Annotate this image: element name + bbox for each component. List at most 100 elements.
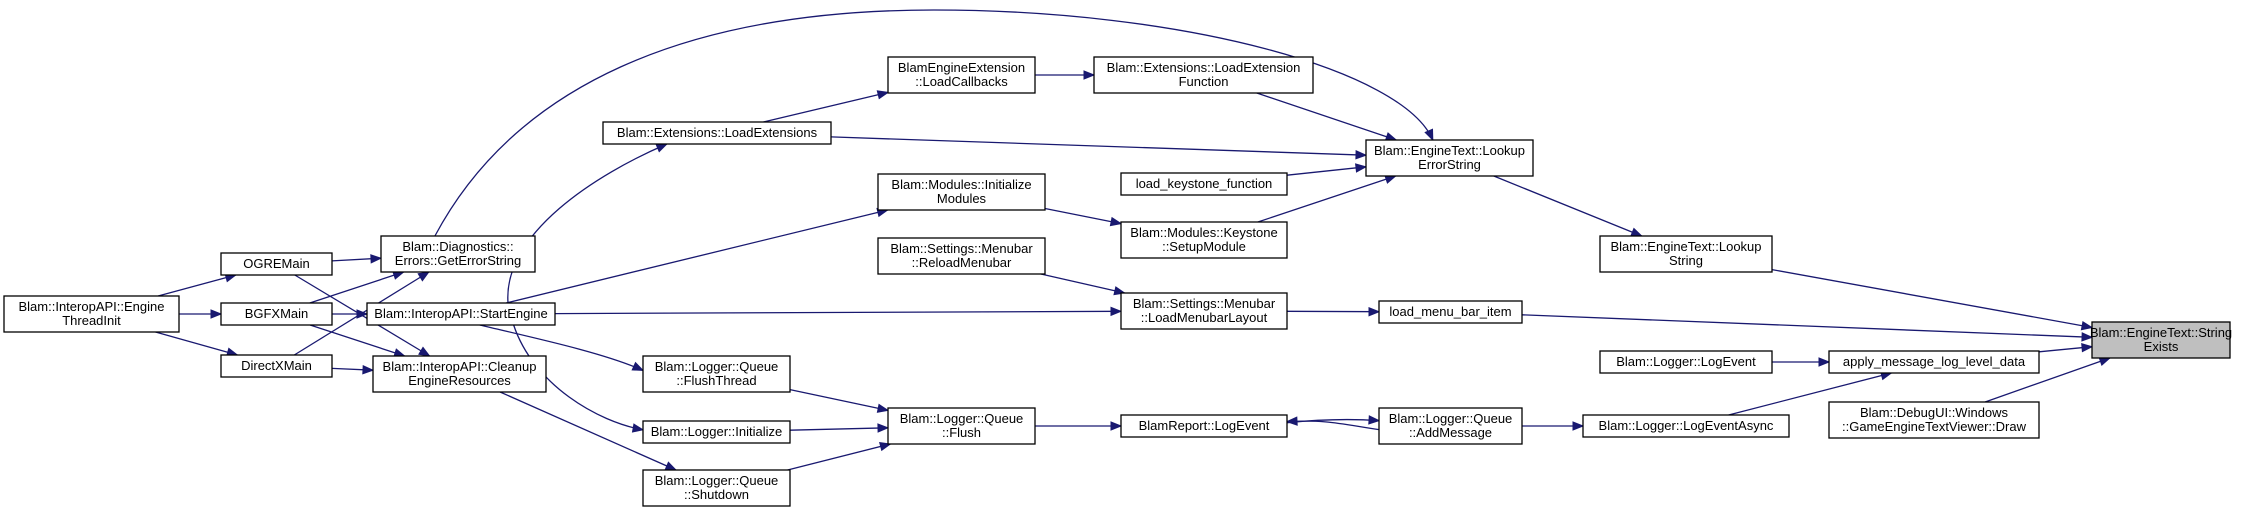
node-label: Blam::Settings::Menubar	[1133, 296, 1276, 311]
node-label: Blam::Logger::LogEventAsync	[1599, 418, 1774, 433]
node-n3[interactable]: load_menu_bar_item	[1378, 300, 1523, 324]
edge-n14-to-n12	[789, 427, 889, 431]
arrowhead-n23-to-n13	[631, 361, 645, 371]
node-box	[380, 235, 536, 273]
node-n12[interactable]: Blam::Logger::Queue::Flush	[887, 407, 1036, 445]
edge-n19-to-n6	[1286, 166, 1367, 176]
node-label: ::ReloadMenubar	[912, 255, 1012, 270]
node-label: ThreadInit	[62, 313, 121, 328]
arrowhead-n29-to-n27	[210, 309, 223, 319]
edge-n20-to-n6	[1257, 175, 1396, 223]
node-n8[interactable]: Blam::Logger::LogEvent	[1599, 350, 1773, 374]
node-n23[interactable]: Blam::InteropAPI::StartEngine	[366, 302, 556, 326]
arrowhead-n26-to-n25	[418, 346, 431, 357]
node-label: Blam::Modules::Keystone	[1130, 225, 1277, 240]
node-n7[interactable]: Blam::Settings::Menubar::LoadMenubarLayo…	[1120, 292, 1288, 330]
arrowhead-n23-to-n18	[655, 143, 669, 153]
node-n18[interactable]: Blam::Extensions::LoadExtensions	[602, 121, 832, 145]
edge-n5-to-n1	[1984, 357, 2111, 403]
node-box	[1120, 414, 1288, 438]
arrowhead-n5-to-n1	[2098, 357, 2112, 366]
node-n14[interactable]: Blam::Logger::Initialize	[642, 420, 791, 444]
node-label: Blam::Logger::Queue	[900, 411, 1024, 426]
node-box	[1599, 235, 1773, 273]
node-n20[interactable]: Blam::Modules::Keystone::SetupModule	[1120, 221, 1288, 259]
node-n13[interactable]: Blam::Logger::Queue::FlushThread	[642, 355, 791, 393]
node-label: Blam::Modules::Initialize	[891, 177, 1031, 192]
arrowhead-n26-to-n24	[370, 254, 383, 264]
node-box	[642, 469, 791, 507]
node-label: BlamEngineExtension	[898, 60, 1025, 75]
node-n19[interactable]: load_keystone_function	[1120, 172, 1288, 196]
node-box	[220, 354, 333, 378]
node-box	[642, 355, 791, 393]
arrowhead-n2-to-n1	[2080, 320, 2094, 331]
node-n17[interactable]: BlamEngineExtension::LoadCallbacks	[887, 56, 1036, 94]
node-label: ::SetupModule	[1162, 239, 1246, 254]
edge-n10-to-n11	[1286, 420, 1380, 431]
node-label: EngineResources	[408, 373, 511, 388]
arrowhead-n19-to-n6	[1355, 163, 1368, 173]
edge-n6-to-n2	[1493, 175, 1642, 237]
edge-n18-to-n17	[763, 91, 889, 123]
node-box	[1828, 350, 2040, 374]
node-label: Blam::Logger::Queue	[655, 359, 779, 374]
node-label: ::Shutdown	[684, 487, 749, 502]
node-label: Modules	[937, 191, 987, 206]
edges-layer	[155, 9, 2112, 471]
node-box	[1120, 292, 1288, 330]
node-label: Errors::GetErrorString	[395, 253, 521, 268]
edge-n18-to-n6	[830, 136, 1367, 156]
edge-n29-to-n28	[155, 331, 238, 356]
arrowhead-n18-to-n17	[876, 90, 890, 100]
arrowhead-n12-to-n11	[1110, 421, 1123, 431]
node-n15[interactable]: Blam::Logger::Queue::Shutdown	[642, 469, 791, 507]
node-label: Blam::EngineText::String	[2090, 325, 2232, 340]
node-n11[interactable]: BlamReport::LogEvent	[1120, 414, 1288, 438]
arrowhead-n4-to-n1	[2081, 343, 2094, 353]
node-label: Blam::Logger::LogEvent	[1616, 354, 1756, 369]
node-n5[interactable]: Blam::DebugUI::Windows::GameEngineTextVi…	[1828, 401, 2040, 439]
edge-n23-to-n13	[479, 324, 644, 371]
node-label: load_keystone_function	[1136, 176, 1273, 191]
node-box	[220, 302, 333, 326]
node-box	[372, 355, 547, 393]
node-box	[602, 121, 832, 145]
edge-n27-to-n25	[309, 324, 405, 357]
arrowhead-n3-to-n1	[2081, 332, 2094, 342]
arrowhead-n7-to-n3	[1368, 306, 1381, 317]
node-n4[interactable]: apply_message_log_level_data	[1828, 350, 2040, 374]
node-box	[1093, 56, 1314, 94]
node-label: Blam::Settings::Menubar	[890, 241, 1033, 256]
node-label: ::AddMessage	[1409, 425, 1492, 440]
node-n26[interactable]: OGREMain	[220, 252, 333, 276]
node-label: ::LoadCallbacks	[915, 74, 1008, 89]
node-box	[1378, 407, 1523, 445]
node-n22[interactable]: Blam::Settings::Menubar::ReloadMenubar	[877, 237, 1046, 275]
node-n27[interactable]: BGFXMain	[220, 302, 333, 326]
node-n9[interactable]: Blam::Logger::LogEventAsync	[1582, 414, 1790, 438]
node-label: Blam::DebugUI::Windows	[1860, 405, 2009, 420]
node-box	[220, 252, 333, 276]
node-n28[interactable]: DirectXMain	[220, 354, 333, 378]
node-label: Blam::InteropAPI::StartEngine	[374, 306, 547, 321]
node-n24[interactable]: Blam::Diagnostics::Errors::GetErrorStrin…	[380, 235, 536, 273]
node-n10[interactable]: Blam::Logger::Queue::AddMessage	[1378, 407, 1523, 445]
arrowhead-n23-to-n7	[1110, 306, 1123, 317]
node-label: Blam::Extensions::LoadExtension	[1107, 60, 1301, 75]
arrowhead-n27-to-n23	[356, 309, 369, 319]
node-label: ::LoadMenubarLayout	[1141, 310, 1268, 325]
node-box	[1582, 414, 1790, 438]
node-box	[1828, 401, 2040, 439]
node-box	[1378, 300, 1523, 324]
node-label: Blam::InteropAPI::Engine	[19, 299, 165, 314]
node-label: Exists	[2144, 339, 2179, 354]
arrowhead-n11-to-n10	[1368, 415, 1381, 425]
arrowhead-n10-to-n11	[1285, 416, 1298, 426]
